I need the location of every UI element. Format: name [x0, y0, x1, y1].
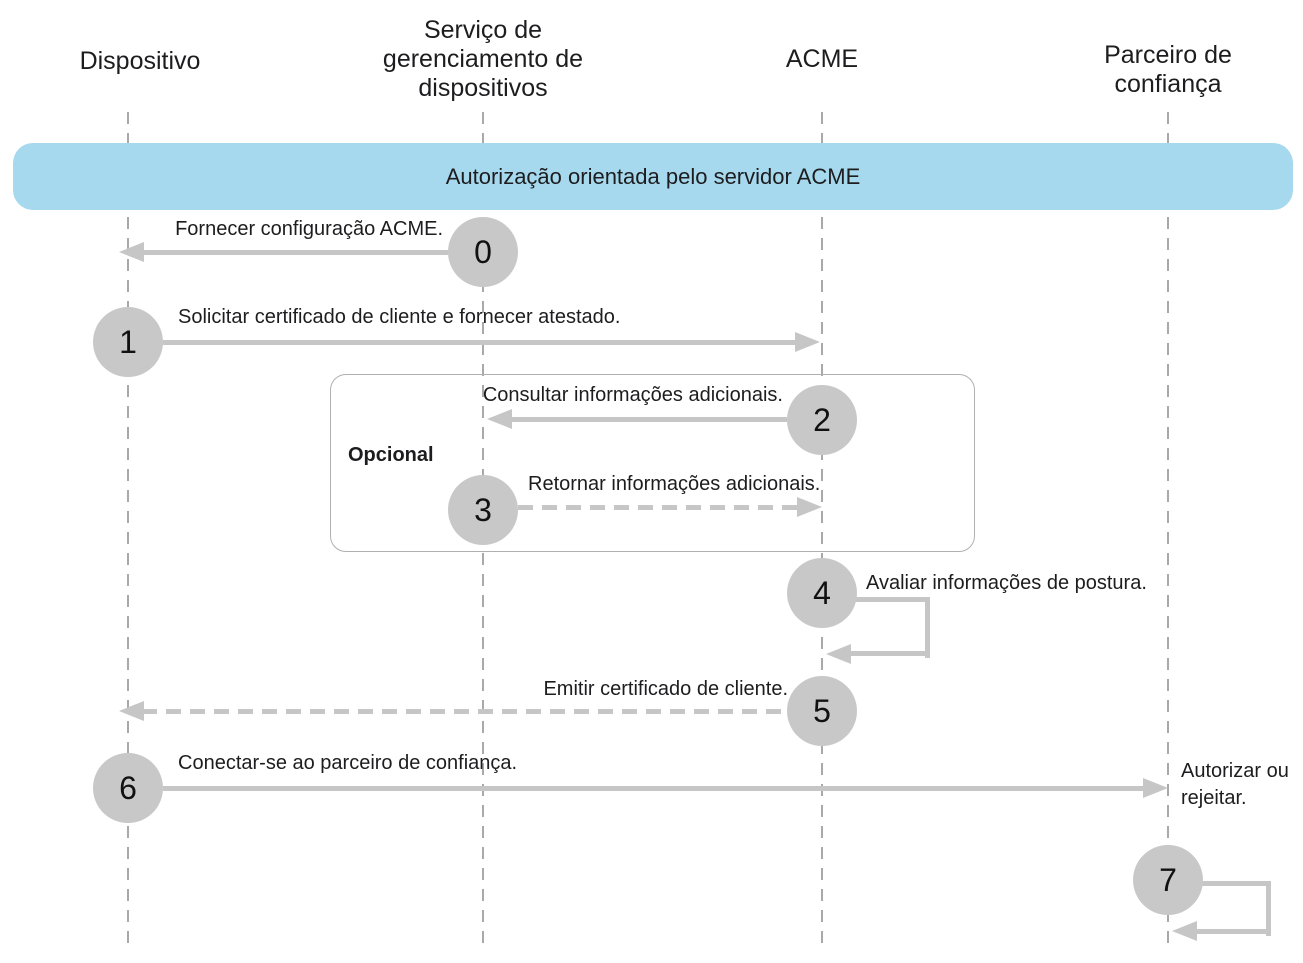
step-4-loop-right	[925, 597, 930, 658]
arrowhead-left-icon	[119, 701, 144, 721]
step-7-loop-right	[1266, 881, 1271, 936]
step-4-label: Avaliar informações de postura.	[866, 572, 1147, 594]
step-4-number: 4	[813, 574, 831, 611]
step-4-loop-top	[853, 597, 930, 602]
step-1-label: Solicitar certificado de cliente e forne…	[178, 306, 621, 328]
arrowhead-right-icon	[1143, 778, 1168, 798]
banner: Autorização orientada pelo servidor ACME	[13, 143, 1293, 210]
actor-label-device: Dispositivo	[79, 47, 201, 75]
partner-note: Autorizar ou rejeitar.	[1181, 760, 1289, 809]
step-2-arrow	[510, 417, 787, 422]
step-1-circle: 1	[93, 307, 163, 377]
step-3-arrow	[518, 505, 797, 510]
lifeline-acme	[821, 112, 823, 945]
lifeline-device	[127, 112, 129, 945]
step-0-circle: 0	[448, 217, 518, 287]
arrowhead-right-icon	[797, 497, 822, 517]
arrowhead-left-icon	[119, 242, 144, 262]
step-2-label: Consultar informações adicionais.	[482, 384, 783, 406]
optional-group-box	[330, 374, 975, 552]
step-7-circle: 7	[1133, 845, 1203, 915]
arrowhead-left-icon	[1172, 921, 1197, 941]
step-0-label: Fornecer configuração ACME.	[175, 218, 443, 240]
step-6-number: 6	[119, 769, 137, 806]
step-4-loop-bottom	[848, 651, 930, 656]
arrowhead-left-icon	[826, 644, 851, 664]
step-5-label: Emitir certificado de cliente.	[543, 678, 788, 700]
step-2-number: 2	[813, 401, 831, 438]
step-5-circle: 5	[787, 676, 857, 746]
step-1-arrow	[163, 340, 795, 345]
actor-label-partner: Parceiro de confiança	[1104, 41, 1232, 98]
step-3-circle: 3	[448, 475, 518, 545]
step-6-label: Conectar-se ao parceiro de confiança.	[178, 752, 518, 774]
optional-group-label: Opcional	[348, 444, 434, 466]
actor-label-mdm: Serviço de gerenciamento de dispositivos	[382, 16, 584, 102]
arrowhead-right-icon	[795, 332, 820, 352]
step-5-number: 5	[813, 692, 831, 729]
step-3-label: Retornar informações adicionais.	[528, 473, 821, 495]
lifeline-partner	[1167, 112, 1169, 945]
step-5-arrow	[142, 709, 787, 714]
step-7-number: 7	[1159, 861, 1177, 898]
step-4-circle: 4	[787, 558, 857, 628]
step-6-circle: 6	[93, 753, 163, 823]
step-6-arrow	[163, 786, 1143, 791]
step-0-arrow	[140, 250, 448, 255]
arrowhead-left-icon	[487, 409, 512, 429]
actor-label-acme: ACME	[785, 45, 859, 73]
step-0-number: 0	[474, 233, 492, 270]
step-1-number: 1	[119, 323, 137, 360]
step-2-circle: 2	[787, 385, 857, 455]
step-3-number: 3	[474, 491, 492, 528]
step-7-loop-top	[1199, 881, 1271, 886]
step-7-loop-bottom	[1194, 929, 1271, 934]
banner-title: Autorização orientada pelo servidor ACME	[445, 163, 861, 189]
